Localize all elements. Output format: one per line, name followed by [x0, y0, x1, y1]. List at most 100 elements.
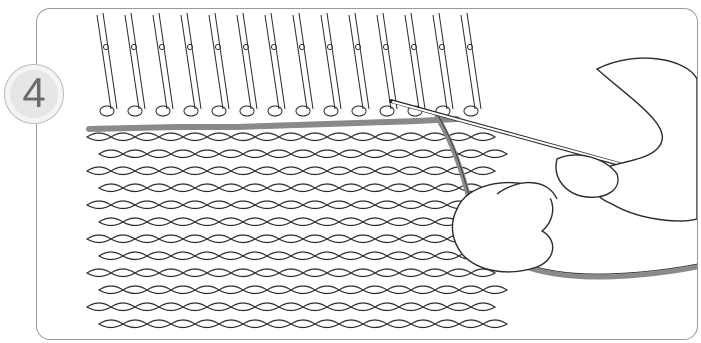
stitch	[111, 167, 135, 175]
stitch	[387, 320, 411, 328]
stitch	[135, 303, 159, 311]
stitch	[351, 201, 375, 209]
stitch	[411, 252, 435, 260]
needle-line	[433, 15, 447, 109]
stitch	[123, 184, 147, 192]
stitch	[123, 286, 147, 294]
stitch	[147, 150, 171, 158]
stitch	[315, 286, 339, 294]
stitch	[351, 167, 375, 175]
stitch	[99, 252, 123, 260]
stitch	[279, 133, 303, 141]
stitch	[315, 218, 339, 226]
stitch	[363, 320, 387, 328]
stitch	[87, 303, 111, 311]
stitch	[447, 269, 471, 277]
stitch	[375, 167, 399, 175]
stitch	[135, 235, 159, 243]
stitch	[135, 167, 159, 175]
stitch	[87, 133, 111, 141]
stitch	[303, 133, 327, 141]
stitch	[87, 235, 111, 243]
stitch	[279, 303, 303, 311]
stitch	[411, 320, 435, 328]
stitch	[147, 286, 171, 294]
needle-line	[243, 13, 257, 109]
stitch	[87, 201, 111, 209]
stitch	[159, 235, 183, 243]
stitch	[399, 235, 423, 243]
stitch	[291, 252, 315, 260]
stitch	[267, 184, 291, 192]
stitch	[459, 150, 483, 158]
stitch	[255, 269, 279, 277]
stitch	[399, 269, 423, 277]
stitch	[183, 269, 207, 277]
needle-line	[327, 13, 341, 109]
stitch	[411, 218, 435, 226]
stitch-loop	[352, 106, 366, 116]
stitch	[111, 201, 135, 209]
needle-line	[405, 15, 419, 109]
stitch	[171, 184, 195, 192]
stitch	[291, 150, 315, 158]
stitch	[243, 252, 267, 260]
needle-line	[237, 15, 251, 109]
stitch	[447, 303, 471, 311]
stitch	[243, 150, 267, 158]
stitch	[243, 286, 267, 294]
stitch	[195, 218, 219, 226]
needle-line	[321, 15, 335, 109]
stitch	[351, 133, 375, 141]
stitch	[207, 201, 231, 209]
stitch	[435, 184, 459, 192]
stitch	[399, 303, 423, 311]
stitch	[159, 269, 183, 277]
stitch	[279, 235, 303, 243]
stitch	[375, 303, 399, 311]
stitch-loop	[324, 106, 338, 116]
stitch	[423, 201, 447, 209]
stitch	[123, 150, 147, 158]
stitch	[351, 303, 375, 311]
stitch	[255, 133, 279, 141]
stitch	[231, 235, 255, 243]
step-badge: 4	[4, 64, 64, 124]
stitch	[87, 167, 111, 175]
stitch	[291, 184, 315, 192]
step-number: 4	[22, 72, 45, 114]
stitch	[375, 269, 399, 277]
stitch	[363, 150, 387, 158]
stitch	[387, 252, 411, 260]
needle-line	[209, 15, 223, 109]
stitch	[231, 269, 255, 277]
stitch	[207, 133, 231, 141]
stitch	[423, 303, 447, 311]
stitch	[195, 184, 219, 192]
stitch	[363, 218, 387, 226]
stitch-loop	[100, 106, 114, 116]
stitch-loop	[184, 106, 198, 116]
needle-line	[271, 13, 285, 109]
needle-line	[265, 15, 279, 109]
stitch	[87, 269, 111, 277]
stitch	[255, 303, 279, 311]
stitch	[327, 167, 351, 175]
stitch	[219, 184, 243, 192]
stitch	[219, 218, 243, 226]
stitch	[423, 133, 447, 141]
stitch	[183, 167, 207, 175]
stitch	[363, 286, 387, 294]
needle-line	[377, 15, 391, 109]
stitch	[159, 201, 183, 209]
stitch	[459, 286, 483, 294]
stitch	[255, 167, 279, 175]
knitting-needles-icon	[97, 13, 481, 116]
stitch	[207, 303, 231, 311]
stitch	[243, 218, 267, 226]
stitch	[279, 201, 303, 209]
needle-line	[467, 13, 481, 109]
stitch	[123, 320, 147, 328]
stitch	[171, 218, 195, 226]
stitch	[123, 252, 147, 260]
